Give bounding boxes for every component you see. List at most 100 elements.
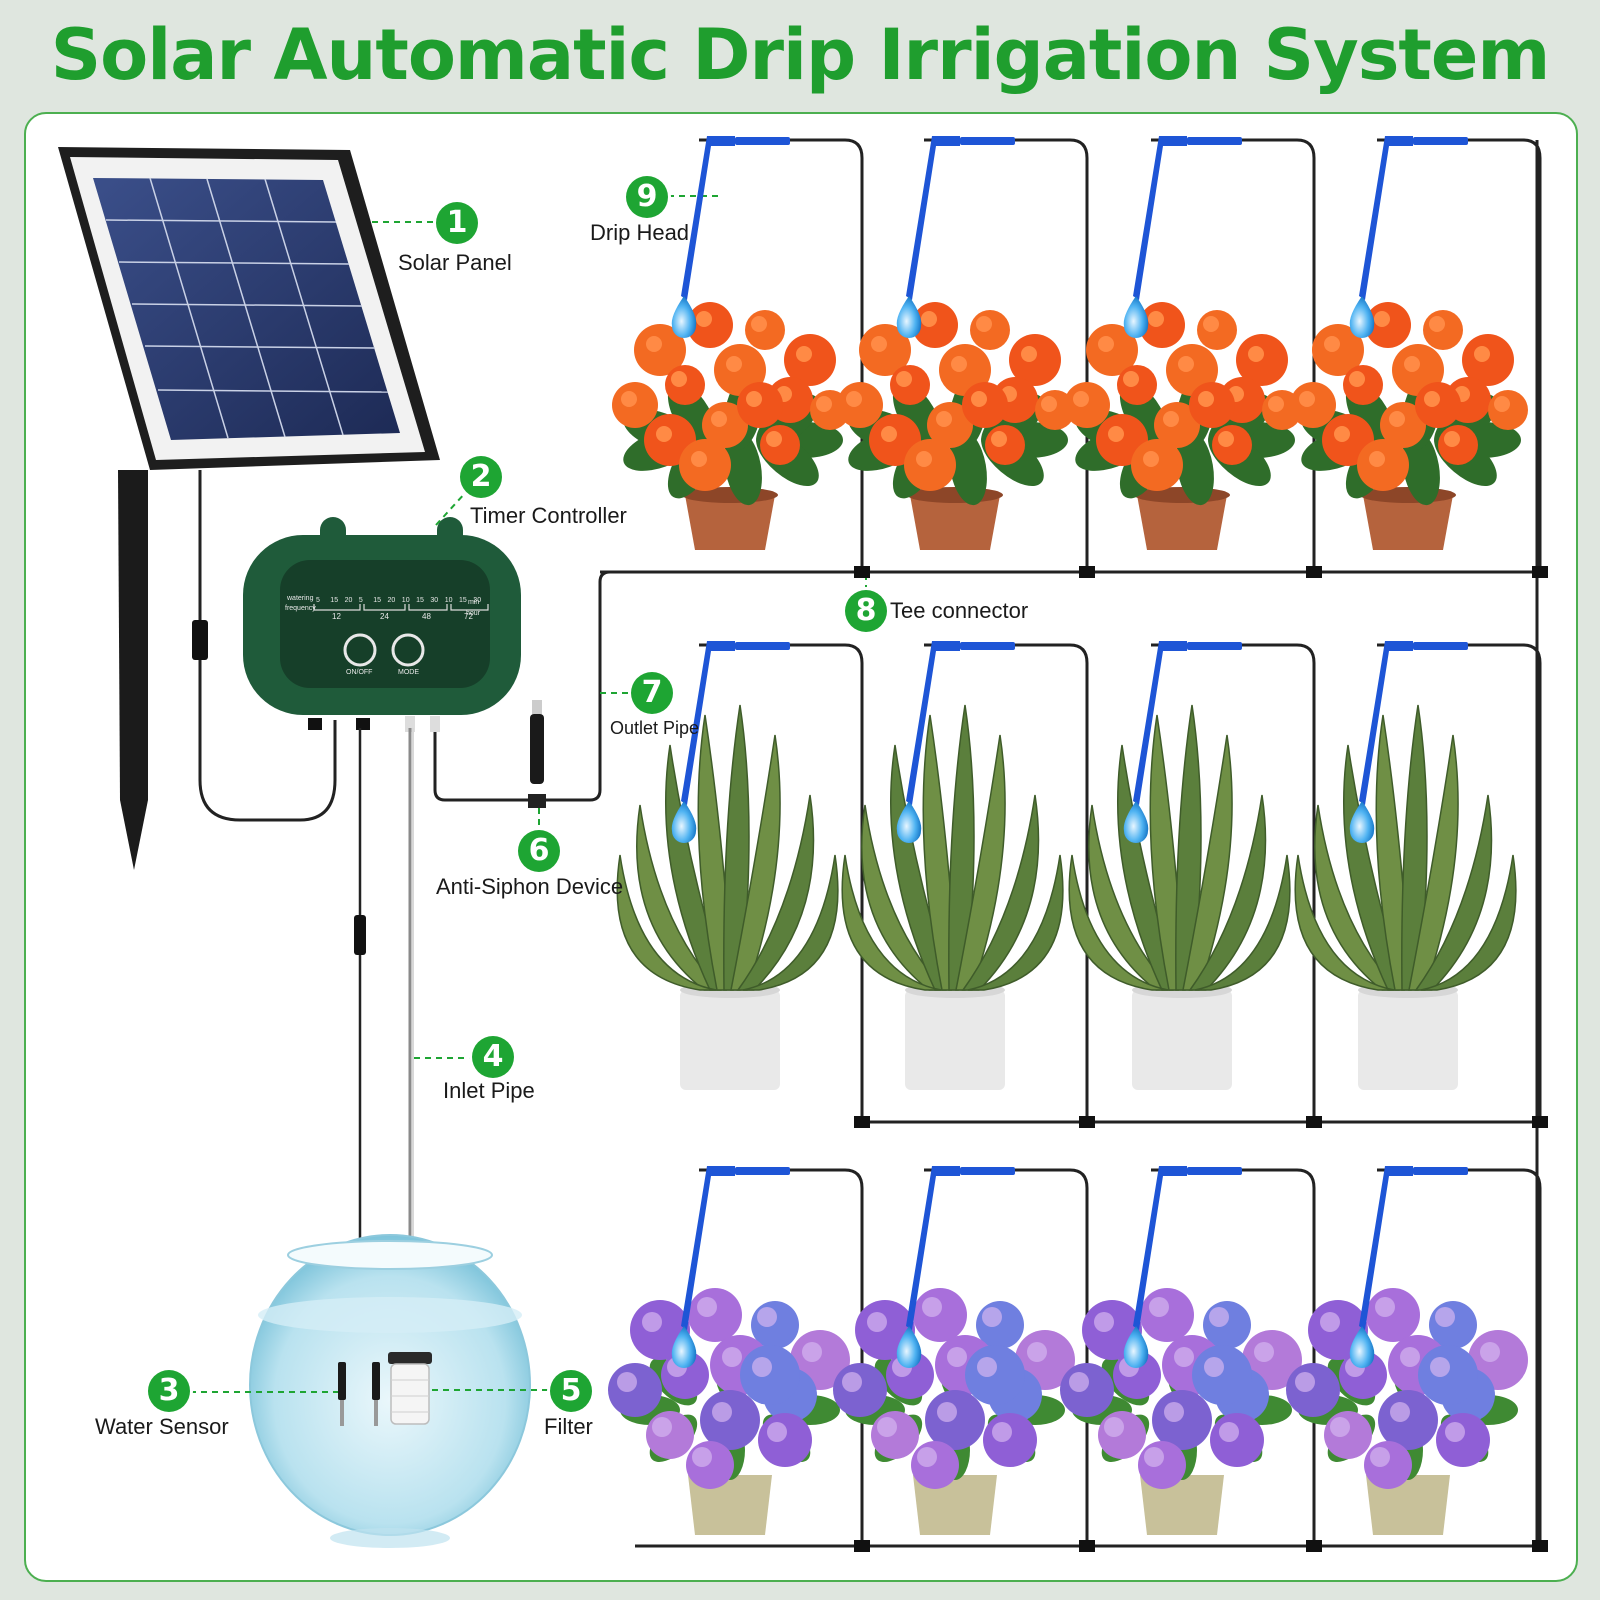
tee-connector-icon (854, 1116, 870, 1128)
drip-head-icon (1359, 1166, 1413, 1330)
water-sensor-probes (338, 1362, 380, 1426)
callout-label-water-sensor: Water Sensor (95, 1414, 229, 1439)
tee-connector-icon (1079, 1540, 1095, 1552)
water-bowl (249, 1234, 531, 1548)
water-drop-icon (1349, 296, 1375, 338)
controller-minute-mark: 20 (345, 597, 353, 604)
water-drop-icon (1123, 801, 1149, 843)
controller-row2-label: frequency (285, 605, 316, 612)
water-drop-icon (896, 801, 922, 843)
tee-connector-icon (854, 566, 870, 578)
controller-minute-mark: 5 (316, 597, 320, 604)
controller-hour-group: 72 (464, 612, 473, 621)
drip-head-icon (1133, 136, 1187, 300)
tee-connector-icon (1532, 1540, 1548, 1552)
drip-head-icon (681, 1166, 735, 1330)
drip-head-icon (906, 641, 960, 805)
water-drop-icon (1349, 801, 1375, 843)
callout-label-drip-head: Drip Head (590, 220, 690, 245)
tee-connector-icon (1532, 1116, 1548, 1128)
drip-head-icon (681, 641, 735, 805)
callout-label-anti-siphon-device: Anti-Siphon Device (436, 874, 624, 899)
plant-snake-plant-2-1 (616, 641, 870, 1128)
leader-lines (190, 195, 867, 1393)
callout-label-inlet-pipe: Inlet Pipe (443, 1078, 535, 1103)
controller-minute-mark: 10 (402, 597, 410, 604)
page-title: Solar Automatic Drip Irrigation System (50, 14, 1551, 96)
plant-grid (608, 136, 1548, 1552)
water-drop-icon (671, 1326, 697, 1368)
anti-siphon-device (528, 700, 546, 808)
controller-hour-groups: 12 24 48 72 (332, 612, 473, 621)
controller-minute-mark: 15 (459, 597, 467, 604)
tee-connector-icon (1532, 566, 1548, 578)
controller-unit-hour: hour (466, 610, 481, 617)
callout-badge-3: 3 (148, 1370, 190, 1412)
plant-snake-plant-2-4 (1294, 641, 1548, 1128)
callout-badge-9: 9 (626, 176, 668, 218)
drip-head-icon (906, 1166, 960, 1330)
controller-minute-mark: 15 (330, 597, 338, 604)
controller-minute-mark: 5 (359, 597, 363, 604)
plant-snake-plant-2-3 (1068, 641, 1322, 1128)
controller-mode-label: MODE (398, 669, 419, 676)
callout-badge-1: 1 (436, 202, 478, 244)
water-drop-icon (671, 296, 697, 338)
water-drop-icon (896, 296, 922, 338)
drip-head-icon (681, 136, 735, 300)
callout-badge-6: 6 (518, 830, 560, 872)
tee-connector-icon (1079, 566, 1095, 578)
callout-badge-7: 7 (631, 672, 673, 714)
controller-minute-mark: 15 (373, 597, 381, 604)
tee-connector-icon (1306, 1116, 1322, 1128)
water-drop-icon (1349, 1326, 1375, 1368)
tee-connector-icon (1306, 566, 1322, 578)
plant-orange-kalanchoe-1-1 (612, 136, 870, 578)
controller-minute-mark: 10 (445, 597, 453, 604)
plant-hydrangea-3-2 (833, 1166, 1095, 1552)
controller-minute-mark: 30 (430, 597, 438, 604)
drip-head-icon (1133, 641, 1187, 805)
controller-onoff-label: ON/OFF (346, 669, 372, 676)
water-drop-icon (896, 1326, 922, 1368)
callout-label-filter: Filter (544, 1414, 593, 1439)
plant-hydrangea-3-1 (608, 1166, 870, 1552)
plant-hydrangea-3-3 (1060, 1166, 1322, 1552)
solar-panel (58, 147, 440, 870)
controller-minute-mark: 15 (416, 597, 424, 604)
plant-hydrangea-3-4 (1286, 1166, 1548, 1552)
water-drop-icon (671, 801, 697, 843)
plant-snake-plant-2-2 (841, 641, 1095, 1128)
callout-badge-4: 4 (472, 1036, 514, 1078)
timer-controller (243, 517, 521, 732)
drip-head-icon (906, 136, 960, 300)
controller-row1-label: watering (286, 595, 314, 602)
drip-head-icon (1133, 1166, 1187, 1330)
plant-orange-kalanchoe-1-3 (1064, 136, 1322, 578)
controller-hour-group: 24 (380, 612, 389, 621)
callout-label-solar-panel: Solar Panel (398, 250, 512, 275)
tee-connector-icon (1079, 1116, 1095, 1128)
controller-minute-mark: 30 (473, 597, 481, 604)
callout-label-outlet-pipe: Outlet Pipe (610, 718, 700, 738)
tee-connector-icon (1306, 1540, 1322, 1552)
filter-icon (388, 1352, 432, 1425)
water-drop-icon (1123, 1326, 1149, 1368)
drip-head-icon (1359, 136, 1413, 300)
plant-orange-kalanchoe-1-2 (837, 136, 1095, 578)
water-drop-icon (1123, 296, 1149, 338)
controller-minute-mark: 20 (388, 597, 396, 604)
controller-unit-min: min (468, 599, 479, 606)
callout-badge-5: 5 (550, 1370, 592, 1412)
callout-label-timer-controller: Timer Controller (470, 503, 627, 528)
plant-orange-kalanchoe-1-4 (1290, 136, 1548, 578)
tee-connector-icon (854, 1540, 870, 1552)
controller-hour-group: 12 (332, 612, 341, 621)
controller-hour-group: 48 (422, 612, 431, 621)
callout-badge-8: 8 (845, 590, 887, 632)
callout-badge-2: 2 (460, 456, 502, 498)
drip-head-icon (1359, 641, 1413, 805)
controller-minute-marks: 5 15 20 5 15 20 10 15 30 10 15 30 (316, 597, 481, 604)
callout-label-tee-connector: Tee connector (890, 598, 1029, 623)
